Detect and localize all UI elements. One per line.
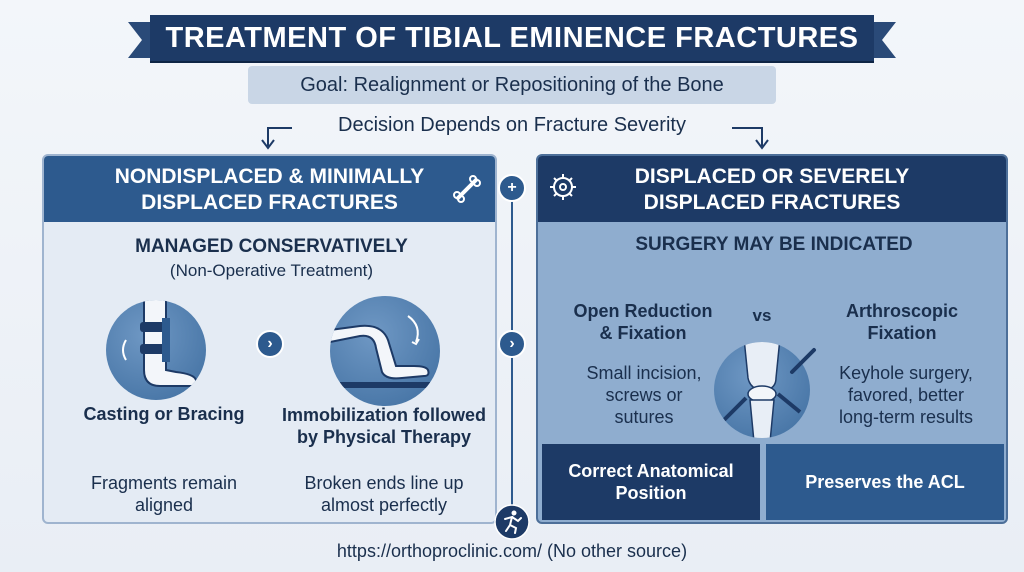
open-reduction-desc-line1: Small incision, [586, 363, 702, 383]
chevron-right-icon: › [256, 330, 284, 358]
arthroscopic-title-line2: Fixation [867, 323, 937, 343]
left-heading: MANAGED CONSERVATIVELY [135, 236, 408, 257]
open-reduction-title-line2: & Fixation [599, 323, 687, 343]
arthroscopic-title: Arthroscopic Fixation [802, 300, 1002, 344]
open-reduction-desc-line3: sutures [614, 407, 674, 427]
preserves-acl-result: Preserves the ACL [766, 444, 1004, 520]
right-panel-displaced: DISPLACED OR SEVERELY DISPLACED FRACTURE… [536, 154, 1008, 524]
left-panel-header: NONDISPLACED & MINIMALLY DISPLACED FRACT… [44, 156, 495, 222]
arthroscopic-desc-line2: favored, better [847, 385, 965, 405]
vs-label: vs [752, 306, 772, 325]
decision-label: Decision Depends on Fracture Severity [338, 114, 686, 136]
arthroscopic-desc-line1: Keyhole surgery, [839, 363, 973, 383]
left-header-line2: DISPLACED FRACTURES [141, 191, 398, 214]
gear-icon [550, 174, 576, 200]
page-title: TREATMENT OF TIBIAL EMINENCE FRACTURES [150, 15, 874, 63]
casting-title: Casting or Bracing [83, 404, 245, 424]
immobilization-title-line1: Immobilization followed [282, 405, 486, 425]
chevron-right-icon: › [498, 330, 526, 358]
arthroscopic-title-line1: Arthroscopic [845, 301, 959, 321]
runner-icon [494, 504, 530, 540]
casting-result: Fragments remain aligned [54, 472, 274, 516]
casting-result-line2: aligned [134, 495, 194, 515]
casting-result-line1: Fragments remain [90, 473, 238, 493]
knee-surgery-icon [714, 342, 810, 438]
left-panel-nondisplaced: NONDISPLACED & MINIMALLY DISPLACED FRACT… [42, 154, 497, 524]
left-subheading: (Non-Operative Treatment) [169, 261, 374, 280]
arthroscopic-desc-line3: long-term results [838, 407, 974, 427]
immobilization-result-line2: almost perfectly [320, 495, 448, 515]
correct-position-line2: Position [615, 483, 687, 503]
plus-icon: + [498, 174, 526, 202]
right-heading: SURGERY MAY BE INDICATED [635, 234, 913, 255]
arthroscope-icon [790, 348, 816, 374]
correct-position-result: Correct Anatomical Position [542, 444, 760, 520]
source-link[interactable]: https://orthoproclinic.com/ (No other so… [336, 541, 688, 561]
open-reduction-title: Open Reduction & Fixation [548, 300, 738, 344]
bone-icon [453, 175, 481, 203]
correct-position-line1: Correct Anatomical [568, 461, 734, 481]
immobilization-result: Broken ends line up almost perfectly [274, 472, 494, 516]
leg-brace-icon [106, 300, 206, 400]
immobilization-title-line2: by Physical Therapy [296, 427, 472, 447]
right-header-line2: DISPLACED FRACTURES [643, 191, 901, 214]
arthroscopic-desc: Keyhole surgery, favored, better long-te… [808, 362, 1004, 428]
open-reduction-desc: Small incision, screws or sutures [556, 362, 732, 428]
open-reduction-title-line1: Open Reduction [573, 301, 713, 321]
goal-banner: Goal: Realignment or Repositioning of th… [248, 66, 776, 104]
right-header-line1: DISPLACED OR SEVERELY [634, 165, 910, 188]
right-panel-header: DISPLACED OR SEVERELY DISPLACED FRACTURE… [538, 156, 1006, 222]
physical-therapy-icon [330, 296, 440, 406]
left-header-line1: NONDISPLACED & MINIMALLY [114, 165, 425, 188]
open-reduction-desc-line2: screws or [605, 385, 683, 405]
immobilization-title: Immobilization followed by Physical Ther… [274, 404, 494, 448]
immobilization-result-line1: Broken ends line up [304, 473, 464, 493]
